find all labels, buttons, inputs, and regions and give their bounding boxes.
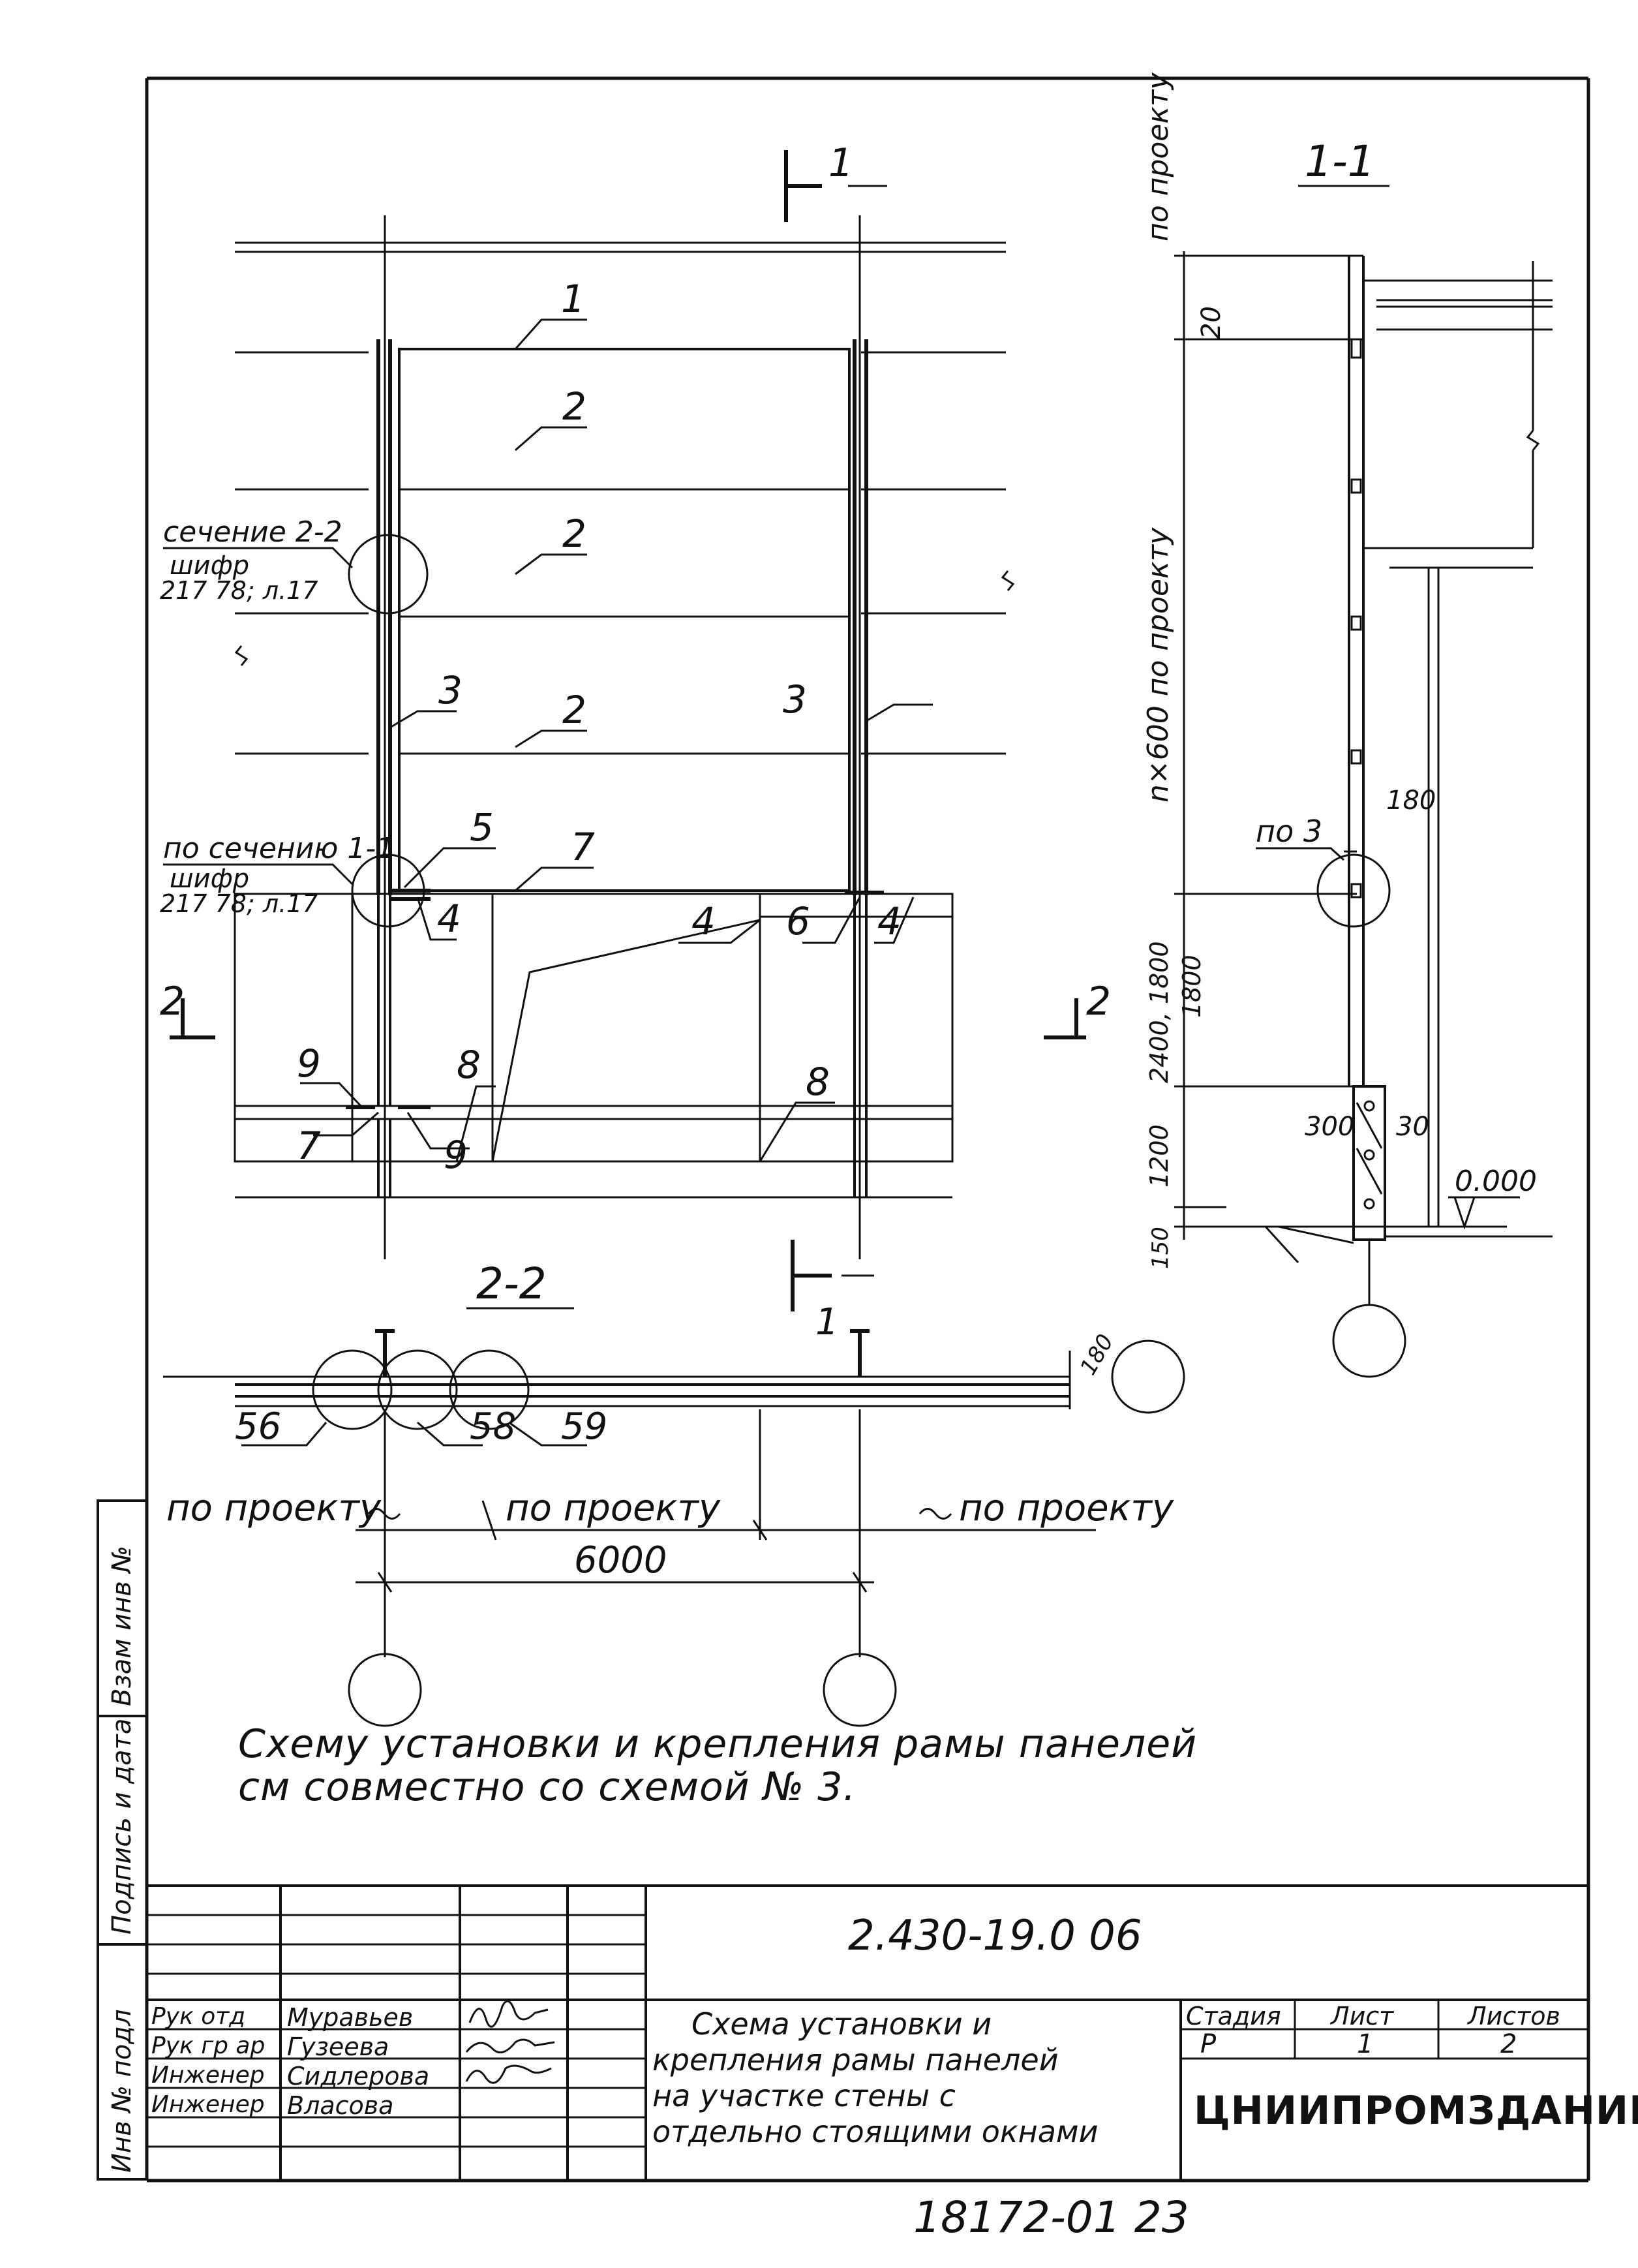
tb-sheet-value: 1 bbox=[1357, 2029, 1374, 2059]
level-0000: 0.000 bbox=[1455, 1165, 1537, 1198]
section-reference-notes: сечение 2-2 шифр 217 78; л.17 по сечению… bbox=[160, 515, 394, 918]
callout-4c: 4 bbox=[877, 899, 902, 943]
footer-number: 18172-01 23 bbox=[913, 2192, 1189, 2243]
tb-sheet-header: Лист bbox=[1331, 2002, 1394, 2030]
section-mark-2-left: 2 bbox=[160, 979, 185, 1024]
side-stamp: Инв № подл Подпись и дата Взам инв № bbox=[97, 1499, 148, 2181]
dim-by-project-top: по проекту bbox=[1142, 72, 1175, 241]
section-mark-2-right: 2 bbox=[1086, 979, 1111, 1024]
section-cut-marks: 1 2 2 bbox=[160, 140, 1111, 1039]
tb-sheets-header: Листов bbox=[1468, 2002, 1560, 2030]
ref-circle-1-1 bbox=[351, 853, 425, 928]
ref-circle-2-2 bbox=[348, 534, 429, 615]
tb-role-3: Инженер bbox=[151, 2062, 265, 2089]
tb-description-2: крепления рамы панелей bbox=[652, 2042, 1059, 2077]
tb-name-4: Власова bbox=[287, 2091, 394, 2120]
callout-2c: 2 bbox=[562, 688, 586, 732]
tb-name-2: Гузеева bbox=[287, 2032, 389, 2061]
section-1-1: 1-1 bbox=[1142, 72, 1553, 1378]
dim-6000: 6000 bbox=[574, 1539, 667, 1582]
dim-1800: 1800 bbox=[1177, 955, 1206, 1018]
dim-by-project-mid: по проекту bbox=[506, 1487, 721, 1529]
callout-3b: 3 bbox=[783, 677, 807, 722]
plan-callouts: 1 2 2 3 2 3 5 7 4 4 6 4 9 8 8 7 9 bbox=[297, 277, 902, 1177]
tb-role-1: Рук отд bbox=[151, 2003, 246, 2030]
ref-1-1-sheet: 217 78; л.17 bbox=[160, 889, 318, 918]
ref-2-2-title: сечение 2-2 bbox=[163, 515, 342, 549]
callout-8a: 8 bbox=[457, 1043, 481, 1087]
callout-8b: 8 bbox=[806, 1060, 830, 1104]
title-block-grid bbox=[147, 1884, 1588, 2181]
callout-5: 5 bbox=[470, 805, 494, 850]
section-2-2: 2-2 1 180 56 58 59 по bbox=[163, 1240, 1185, 1727]
plan-leaders bbox=[163, 318, 933, 1162]
callout-6: 6 bbox=[786, 899, 810, 943]
document-code: 2.430-19.0 06 bbox=[848, 1912, 1142, 1960]
side-stamp-invno: Инв № подл bbox=[107, 2009, 137, 2173]
tb-name-1: Муравьев bbox=[287, 2003, 414, 2032]
organization-name: ЦНИИПРОМЗДАНИЙ bbox=[1194, 2088, 1638, 2134]
signature-1 bbox=[468, 2000, 549, 2028]
tb-description-4: отдельно стоящими окнами bbox=[652, 2114, 1099, 2149]
callout-2b: 2 bbox=[562, 512, 586, 556]
section-1-1-title: 1-1 bbox=[1305, 136, 1375, 187]
callout-59: 59 bbox=[561, 1405, 607, 1448]
dim-150: 150 bbox=[1147, 1227, 1174, 1269]
tb-stage-header: Стадия bbox=[1186, 2002, 1281, 2030]
callout-3a: 3 bbox=[438, 668, 463, 713]
side-stamp-signature-date: Подпись и дата bbox=[107, 1719, 137, 1935]
dim-by-project-left: по проекту bbox=[166, 1487, 382, 1529]
callout-56: 56 bbox=[235, 1405, 281, 1448]
dim-2400: 2400, 1800 bbox=[1145, 941, 1174, 1083]
callout-9a: 9 bbox=[297, 1041, 321, 1086]
dim-300: 300 bbox=[1305, 1112, 1354, 1142]
signature-3 bbox=[465, 2064, 552, 2084]
tb-description-1: Схема установки и bbox=[691, 2006, 992, 2042]
ref-1-1-title: по сечению 1-1 bbox=[163, 832, 394, 865]
callout-58: 58 bbox=[470, 1405, 516, 1448]
dim-30: 30 bbox=[1396, 1112, 1429, 1142]
section-2-2-title: 2-2 bbox=[476, 1259, 547, 1309]
wall-elevation bbox=[234, 215, 1015, 1259]
callout-1: 1 bbox=[561, 277, 585, 321]
ref-2-2-cipher: шифр bbox=[170, 551, 249, 581]
signature-2 bbox=[465, 2038, 555, 2054]
ref-2-2-sheet: 217 78; л.17 bbox=[160, 576, 318, 605]
callout-9b: 9 bbox=[444, 1133, 468, 1177]
tb-role-4: Инженер bbox=[151, 2091, 265, 2118]
tb-role-2: Рук гр ар bbox=[151, 2032, 265, 2059]
dim-n600: n×600 по проекту bbox=[1142, 527, 1175, 803]
section-mark-1-top: 1 bbox=[828, 140, 853, 186]
dim-by-project-right: по проекту bbox=[959, 1487, 1174, 1529]
general-note: Схему установки и крепления рамы панелей… bbox=[238, 1721, 1198, 1810]
side-stamp-replaces: Взам инв № bbox=[107, 1546, 137, 1706]
tb-sheets-value: 2 bbox=[1500, 2029, 1517, 2059]
ref-no3: по 3 bbox=[1256, 814, 1322, 849]
callout-4b: 4 bbox=[691, 899, 716, 943]
tb-description-3: на участке стены с bbox=[652, 2078, 956, 2113]
dim-20: 20 bbox=[1196, 306, 1226, 339]
callout-4a: 4 bbox=[437, 896, 461, 941]
tb-name-3: Сидлерова bbox=[287, 2062, 430, 2091]
section-2-2-mark-1: 1 bbox=[815, 1301, 839, 1343]
callout-7b: 7 bbox=[297, 1124, 321, 1168]
callout-7a: 7 bbox=[571, 825, 595, 869]
dim-1200: 1200 bbox=[1145, 1124, 1174, 1188]
tb-stage-value: Р bbox=[1200, 2029, 1217, 2059]
ref-1-1-cipher: шифр bbox=[170, 864, 249, 894]
callout-2a: 2 bbox=[562, 384, 586, 429]
dim-180: 180 bbox=[1386, 786, 1436, 816]
